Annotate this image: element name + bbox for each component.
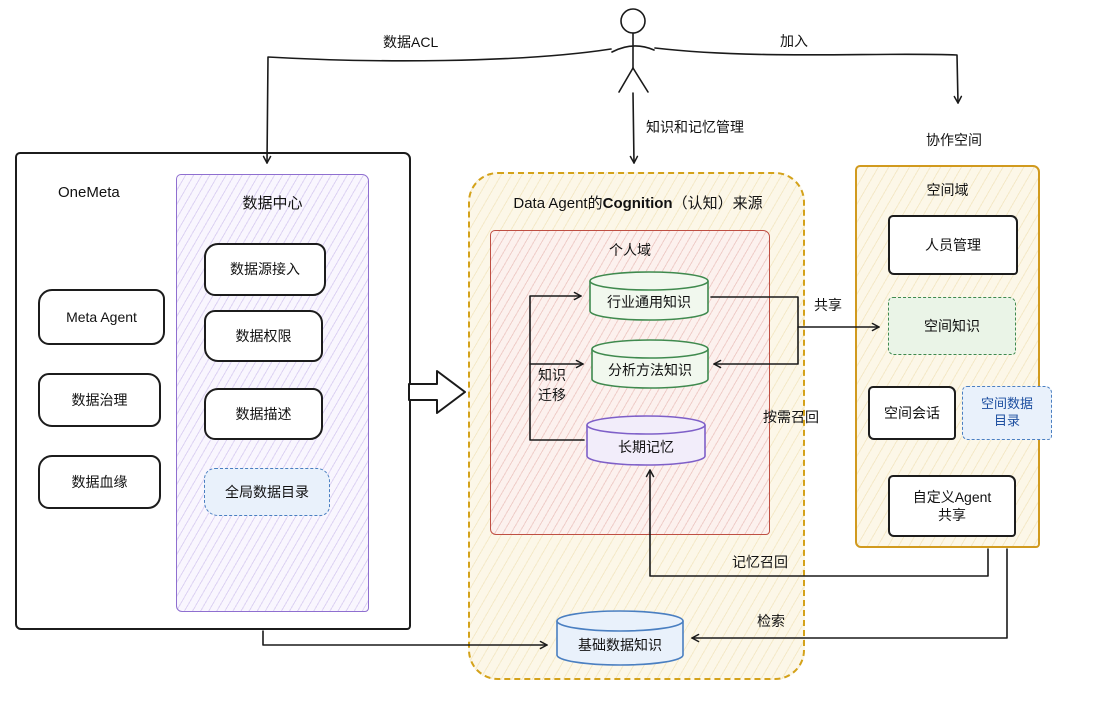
analysis-knowledge-cylinder: 分析方法知识 bbox=[590, 338, 710, 390]
data-permission-box: 数据权限 bbox=[204, 310, 323, 362]
cognition-title-post: （认知）来源 bbox=[672, 195, 763, 212]
onemeta-title: OneMeta bbox=[58, 184, 120, 201]
space-session-label: 空间会话 bbox=[884, 404, 940, 421]
industry-knowledge-label: 行业通用知识 bbox=[607, 294, 691, 310]
global-data-catalog-label: 全局数据目录 bbox=[225, 483, 309, 500]
cognition-title-pre: Data Agent的 bbox=[513, 195, 603, 212]
space-knowledge-label: 空间知识 bbox=[924, 317, 980, 334]
long-term-memory-cylinder: 长期记忆 bbox=[585, 414, 707, 467]
cognition-title-bold: Cognition bbox=[602, 195, 673, 212]
arrow-data-acl bbox=[262, 48, 612, 164]
data-description-box: 数据描述 bbox=[204, 388, 323, 440]
cylinder-blue-icon bbox=[556, 610, 684, 666]
block-arrow-icon bbox=[408, 370, 466, 414]
space-session-box: 空间会话 bbox=[868, 386, 956, 440]
global-data-catalog-box: 全局数据目录 bbox=[204, 468, 330, 516]
data-permission-label: 数据权限 bbox=[235, 327, 292, 344]
analysis-knowledge-label: 分析方法知识 bbox=[608, 362, 692, 378]
base-data-knowledge-label: 基础数据知识 bbox=[578, 637, 662, 653]
personal-domain-title: 个人域 bbox=[609, 242, 651, 258]
long-term-memory-label: 长期记忆 bbox=[618, 439, 674, 455]
cylinder-green-icon bbox=[591, 339, 709, 389]
data-governance-box: 数据治理 bbox=[38, 373, 161, 427]
edge-label-data-acl: 数据ACL bbox=[383, 34, 439, 50]
custom-agent-share-label: 自定义Agent 共享 bbox=[912, 488, 992, 523]
base-data-knowledge-cylinder: 基础数据知识 bbox=[555, 609, 685, 668]
data-lineage-label: 数据血缘 bbox=[71, 473, 128, 490]
actor-figure-icon bbox=[611, 8, 655, 93]
data-governance-label: 数据治理 bbox=[71, 391, 128, 408]
cylinder-green-icon bbox=[589, 271, 709, 321]
meta-agent-box: Meta Agent bbox=[38, 289, 165, 345]
data-lineage-box: 数据血缘 bbox=[38, 455, 161, 509]
edge-label-join: 加入 bbox=[780, 33, 808, 49]
edge-label-share: 共享 bbox=[814, 297, 842, 313]
member-management-box: 人员管理 bbox=[888, 215, 1018, 275]
edge-label-knowledge-transfer: 知识 迁移 bbox=[538, 367, 566, 403]
meta-agent-label: Meta Agent bbox=[66, 308, 137, 325]
space-data-catalog-label: 空间数据 目录 bbox=[980, 396, 1033, 428]
edge-label-collab-space: 协作空间 bbox=[926, 132, 982, 148]
data-description-label: 数据描述 bbox=[235, 405, 292, 422]
arrow-join bbox=[654, 47, 963, 104]
edge-label-memory-recall: 记忆召回 bbox=[732, 554, 788, 570]
space-data-catalog-box: 空间数据 目录 bbox=[962, 386, 1052, 440]
arrow-knowledge-memory-mgmt bbox=[629, 92, 639, 164]
member-management-label: 人员管理 bbox=[925, 236, 981, 253]
data-source-access-label: 数据源接入 bbox=[230, 261, 300, 278]
edge-label-on-demand-recall: 按需召回 bbox=[763, 409, 819, 425]
data-center-title: 数据中心 bbox=[242, 195, 303, 212]
space-knowledge-box: 空间知识 bbox=[888, 297, 1016, 355]
edge-label-knowledge-memory-mgmt: 知识和记忆管理 bbox=[646, 119, 744, 135]
edge-label-retrieve: 检索 bbox=[757, 613, 785, 629]
cylinder-purple-icon bbox=[586, 415, 706, 466]
cognition-title: Data Agent的Cognition（认知）来源 bbox=[478, 192, 798, 213]
industry-knowledge-cylinder: 行业通用知识 bbox=[588, 270, 710, 322]
data-source-access-box: 数据源接入 bbox=[204, 243, 326, 296]
space-domain-title: 空间域 bbox=[926, 182, 969, 198]
custom-agent-share-box: 自定义Agent 共享 bbox=[888, 475, 1016, 537]
